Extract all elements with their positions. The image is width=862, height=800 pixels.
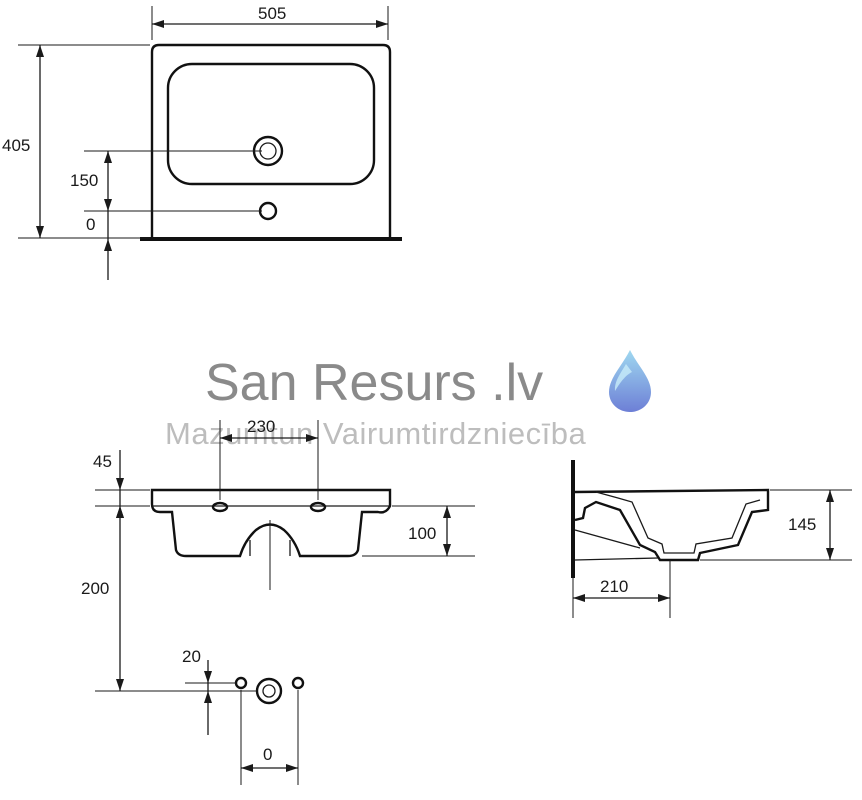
dim-100-label: 100 [408,524,436,543]
side-basin-inner [595,491,761,554]
side-view: 145 210 [571,460,852,618]
dim-200-label: 200 [81,579,109,598]
dim-230-label: 230 [247,417,275,436]
front-outlet [249,540,291,556]
side-underside [574,529,659,561]
dim-210-label: 210 [600,577,628,596]
dim-0-bottom-label: 0 [263,745,272,764]
fixing-hole-left [234,676,248,690]
water-drop-highlight [614,364,632,391]
fixing-hole-right [291,676,305,690]
watermark-title: San Resurs .lv [205,354,543,412]
dim-405-label: 405 [2,136,30,155]
basin-outline [150,43,392,238]
watermark-subtitle: Mazumtun Vairumtirdzniecība [165,416,587,451]
dim-150-label: 150 [70,171,98,190]
front-view: 230 45 100 200 20 [81,417,475,785]
front-tap-hole-right [309,501,327,513]
dim-45-label: 45 [93,452,112,471]
drain-inner [259,142,277,160]
dim-505-label: 505 [258,4,286,23]
front-basin-profile [150,488,392,558]
watermark: San Resurs .lv Mazumtun Vairumtirdzniecī… [165,350,651,451]
dim-145-label: 145 [788,515,816,534]
side-basin-outer [574,488,770,562]
dim-20-label: 20 [182,647,201,666]
outlet-outer [255,677,283,705]
dim-0-top-label: 0 [86,215,95,234]
tap-hole [258,201,278,221]
outlet-inner [262,684,276,698]
water-drop-icon [609,350,651,412]
front-tap-hole-left [211,501,229,513]
inner-bowl [166,62,376,186]
top-view: 505 405 150 0 [2,4,402,280]
